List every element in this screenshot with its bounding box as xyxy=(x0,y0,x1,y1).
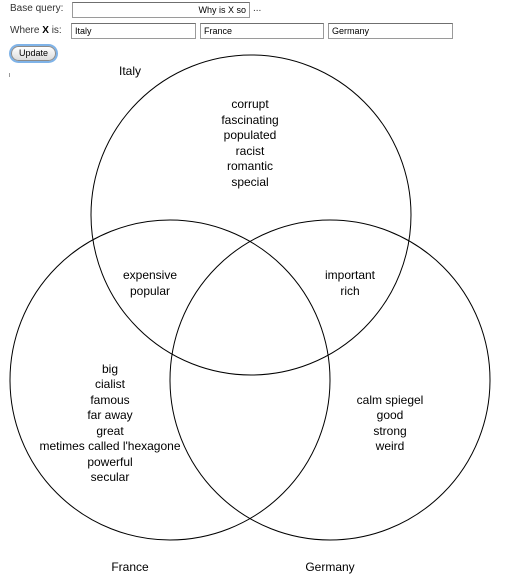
italy-germany-words: important rich xyxy=(325,268,376,298)
word: metimes called l'hexagone xyxy=(39,439,180,453)
france-circle xyxy=(9,219,331,541)
italy-title: Italy xyxy=(119,64,141,78)
word: cialist xyxy=(95,377,126,391)
word: popular xyxy=(130,284,170,298)
word: racist xyxy=(236,144,265,158)
germany-circle xyxy=(169,219,491,541)
word: secular xyxy=(91,470,130,484)
word: populated xyxy=(224,128,277,142)
italy-france-words: expensive popular xyxy=(123,268,177,298)
word: rich xyxy=(340,284,359,298)
france-only-words: big cialist famous far away great metime… xyxy=(39,362,180,484)
word: powerful xyxy=(87,455,132,469)
resize-mark xyxy=(9,73,10,77)
where-label: Where X is: xyxy=(10,25,62,36)
word: fascinating xyxy=(221,113,278,127)
where-label-suffix: is: xyxy=(51,25,62,36)
word: far away xyxy=(87,408,132,422)
word: big xyxy=(102,362,118,376)
word: weird xyxy=(375,439,405,453)
where-label-x: X xyxy=(42,25,49,36)
base-query-label: Base query: xyxy=(10,3,64,14)
italy-circle xyxy=(90,54,412,376)
word: important xyxy=(325,268,376,282)
italy-only-words: corrupt fascinating populated racist rom… xyxy=(221,97,278,189)
france-title: France xyxy=(111,560,149,574)
update-button[interactable]: Update xyxy=(11,46,56,61)
word: special xyxy=(231,175,268,189)
base-query-input[interactable] xyxy=(72,2,250,18)
query-ellipsis: ... xyxy=(253,3,262,14)
word: corrupt xyxy=(231,97,269,111)
word: strong xyxy=(373,424,406,438)
italy-input[interactable] xyxy=(71,23,196,39)
word: romantic xyxy=(227,159,273,173)
word: calm spiegel xyxy=(357,393,424,407)
word: famous xyxy=(90,393,129,407)
germany-input[interactable] xyxy=(328,23,453,39)
germany-title: Germany xyxy=(305,560,354,574)
france-input[interactable] xyxy=(200,23,324,39)
word: great xyxy=(96,424,124,438)
word: good xyxy=(377,408,404,422)
where-label-prefix: Where xyxy=(10,25,40,36)
word: expensive xyxy=(123,268,177,282)
germany-only-words: calm spiegel good strong weird xyxy=(357,393,424,453)
